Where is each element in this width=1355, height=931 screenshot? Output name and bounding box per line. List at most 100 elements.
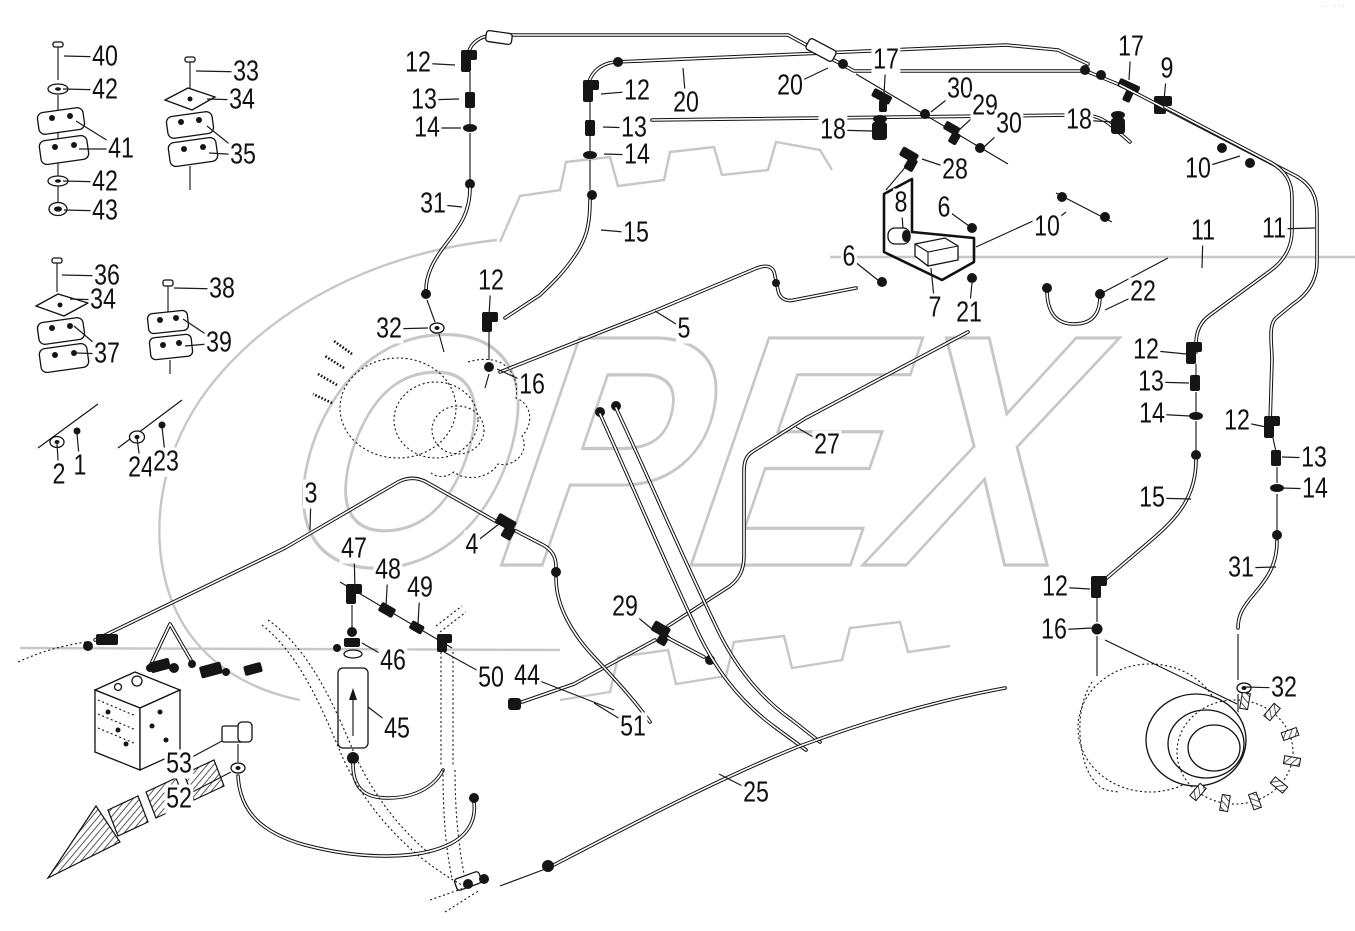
leader-line <box>496 368 533 386</box>
leader-line <box>1104 291 1144 311</box>
leader-line <box>883 59 887 95</box>
center-fitting-chain <box>855 73 1009 191</box>
leader-line <box>353 548 356 591</box>
leader-line <box>1240 566 1277 569</box>
leader-line <box>56 443 60 476</box>
leader-line <box>76 433 81 467</box>
leader-line <box>900 202 904 229</box>
fittings-1-2-23-24 <box>37 399 183 449</box>
leader-line <box>385 569 389 607</box>
leader-line <box>61 274 108 277</box>
leader-line <box>206 125 244 156</box>
leader-line <box>930 267 936 309</box>
leader-line <box>1150 381 1190 384</box>
leader-line <box>73 325 108 355</box>
leader-line <box>417 62 456 66</box>
leader-line <box>968 282 973 314</box>
leader-line <box>848 256 880 282</box>
leader-line <box>983 123 1010 148</box>
leader-line <box>75 352 108 355</box>
leader-line <box>136 437 142 469</box>
leader-line <box>1128 46 1132 81</box>
leader-line <box>195 70 247 73</box>
leader-line <box>1236 420 1267 428</box>
leader-line <box>62 180 106 183</box>
leader-line <box>1053 627 1093 631</box>
leader-line <box>443 651 492 679</box>
leader-line <box>178 771 232 800</box>
pipe-5 <box>498 264 858 374</box>
leader-line <box>603 153 638 156</box>
leader-line <box>789 67 829 87</box>
hoses-44-51 <box>595 401 822 752</box>
leader-line <box>423 98 460 101</box>
valve-block <box>17 619 479 887</box>
leader-line <box>161 426 167 463</box>
leader-line <box>1151 497 1192 500</box>
leader-line <box>1197 155 1241 170</box>
leader-line <box>624 606 653 630</box>
bolt-10-and-u-pipe-22 <box>1042 192 1169 326</box>
phantom-motor <box>312 339 531 479</box>
left-stack-a <box>421 50 477 353</box>
leader-line <box>600 229 637 234</box>
bracket-assembly <box>877 177 1045 287</box>
leader-line <box>1163 68 1168 101</box>
leader-line <box>1281 456 1315 459</box>
wheel-hub <box>1077 663 1302 813</box>
leader-line <box>654 310 685 330</box>
leader-line <box>178 740 223 765</box>
leader-line <box>1046 211 1067 228</box>
leader-line <box>69 298 104 301</box>
leader-line <box>930 88 961 113</box>
leader-line <box>208 152 244 156</box>
right-stack-b <box>1236 416 1284 712</box>
leader-line <box>184 342 220 347</box>
clamp-stack-38-39 <box>146 279 194 374</box>
leader-line <box>206 98 243 101</box>
filter-group <box>333 581 467 879</box>
clamp-stack-40-43 <box>36 41 90 217</box>
leader-line <box>62 88 106 91</box>
leader-line <box>1145 349 1187 355</box>
leader-line <box>1078 119 1115 123</box>
right-stack-a <box>1091 342 1238 705</box>
leader-line <box>63 209 106 212</box>
leader-line <box>182 318 220 344</box>
leader-line <box>309 493 312 531</box>
leader-line <box>173 287 223 290</box>
leader-line <box>388 327 429 330</box>
leader-line <box>943 207 970 227</box>
clamp-stack-33-35 <box>163 56 219 190</box>
leader-line <box>832 129 873 132</box>
leader-line <box>471 523 500 546</box>
leader-line <box>488 280 492 317</box>
leader-line <box>718 773 757 794</box>
leader-line <box>795 426 828 446</box>
leader-line <box>957 105 986 132</box>
left-stack-b <box>482 80 599 389</box>
leader-line <box>361 642 394 662</box>
leader-line <box>417 587 421 625</box>
leader-line <box>1201 230 1204 269</box>
leader-line <box>1151 413 1191 417</box>
leader-line <box>602 126 635 129</box>
leader-line <box>682 67 687 104</box>
pipe-25 <box>429 686 1007 913</box>
leader-line <box>921 158 956 171</box>
leader-line <box>600 90 638 95</box>
pipe-27 <box>508 330 970 710</box>
leader-line <box>367 706 398 730</box>
leader-line <box>75 120 122 150</box>
leader-line <box>1054 586 1091 590</box>
right-curve-pipes <box>1118 83 1319 426</box>
leader-line <box>1243 686 1285 689</box>
corner-marks: ·· ··· <box>1321 3 1347 10</box>
leader-line <box>593 702 634 728</box>
leader-line <box>1273 227 1316 230</box>
pipe-3-and-tee-4 <box>93 476 652 724</box>
leader-line <box>526 675 615 711</box>
